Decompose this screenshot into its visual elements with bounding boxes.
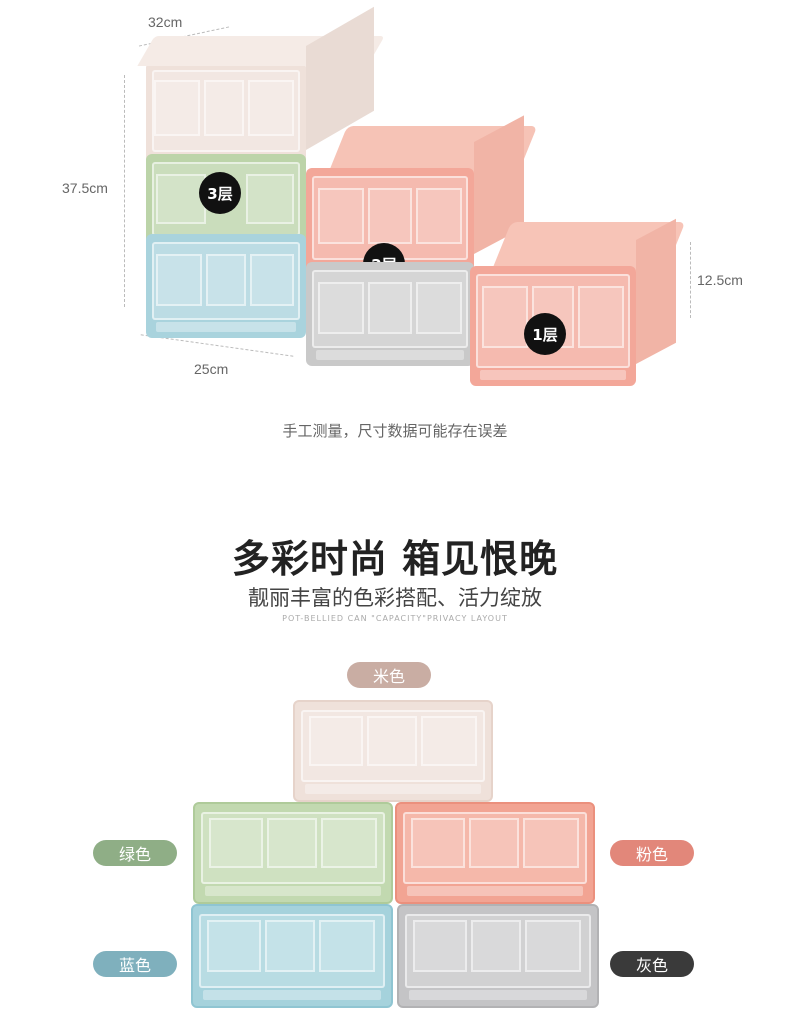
height-layer-line xyxy=(690,242,691,318)
section-title: 多彩时尚 箱见恨晚 xyxy=(231,537,559,581)
height-layer-label: 12.5cm xyxy=(697,272,743,288)
beige-drawer-top xyxy=(137,36,385,170)
color-label-gray: 灰色 xyxy=(610,951,694,977)
height-total-label: 37.5cm xyxy=(62,180,108,196)
blue-drawer-bottom xyxy=(146,234,306,338)
height-total-line xyxy=(124,75,125,307)
color-label-beige: 米色 xyxy=(347,662,431,688)
layer-1-badge: 1层 xyxy=(524,313,566,355)
beige-drawer xyxy=(293,700,493,802)
gray-drawer-bottom xyxy=(306,262,474,366)
blue-drawer xyxy=(191,904,393,1008)
color-label-blue: 蓝色 xyxy=(93,951,177,977)
gray-drawer xyxy=(397,904,599,1008)
section-english-caption: POT-BELLIED CAN "CAPACITY"PRIVACY LAYOUT xyxy=(282,614,508,623)
color-label-green: 绿色 xyxy=(93,840,177,866)
color-label-pink: 粉色 xyxy=(610,840,694,866)
pink-drawer xyxy=(395,802,595,904)
depth-label: 25cm xyxy=(194,361,229,377)
section-subtitle: 靓丽丰富的色彩搭配、活力绽放 xyxy=(248,586,542,610)
measurement-note: 手工测量，尺寸数据可能存在误差 xyxy=(282,422,508,440)
pink-single-side xyxy=(636,218,676,364)
layer-3-badge: 3层 xyxy=(199,172,241,214)
green-drawer xyxy=(193,802,393,904)
width-label: 32cm xyxy=(148,14,183,30)
